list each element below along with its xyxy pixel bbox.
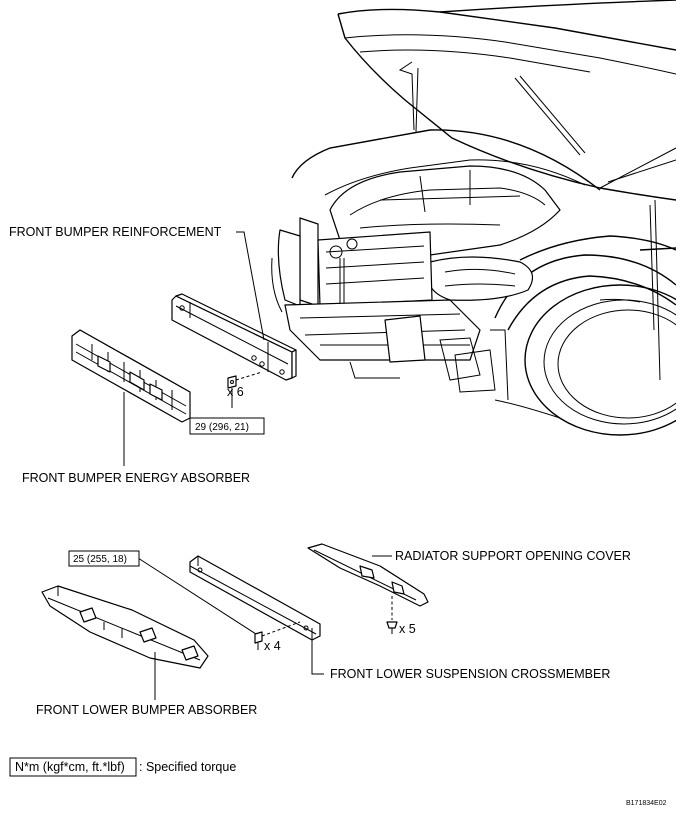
reinforcement-torque-value: 29 (296, 21) [195,422,249,433]
front-lower-suspension-crossmember-part [189,555,321,641]
cover-clip [386,596,398,634]
front-lower-bumper-absorber-part [41,585,209,669]
vehicle-front-illustration [271,0,676,436]
figure-code: B171834E02 [626,800,667,807]
crossmember-leader-line [311,640,324,675]
front-bumper-reinforcement-part [171,293,297,381]
torque-legend-box [9,757,137,777]
front-lower-bumper-absorber-label: FRONT LOWER BUMPER ABSORBER [36,703,257,717]
front-bumper-energy-absorber-part [71,329,191,423]
crossmember-torque-box [68,550,140,567]
front-bumper-reinforcement-label: FRONT BUMPER REINFORCEMENT [9,225,222,239]
front-lower-suspension-crossmember-label: FRONT LOWER SUSPENSION CROSSMEMBER [330,667,610,681]
cover-clip-quantity: x 5 [399,622,416,636]
crossmember-bolt-quantity: x 4 [264,639,281,653]
torque-legend-unit: N*m (kgf*cm, ft.*lbf) [15,760,125,774]
crossmember-bolt [254,621,301,650]
reinforcement-bolt [227,371,263,408]
radiator-support-opening-cover-label: RADIATOR SUPPORT OPENING COVER [395,549,631,563]
torque-legend-description: : Specified torque [139,760,236,774]
reinforcement-bolt-quantity: x 6 [227,385,244,399]
reinforcement-torque-box [189,417,265,435]
crossmember-torque-value: 25 (255, 18) [73,554,127,565]
crossmember-torque-leader-line [137,557,257,635]
reinforcement-leader-line [236,231,265,341]
front-bumper-energy-absorber-label: FRONT BUMPER ENERGY ABSORBER [22,471,250,485]
radiator-support-opening-cover-part [307,543,429,607]
